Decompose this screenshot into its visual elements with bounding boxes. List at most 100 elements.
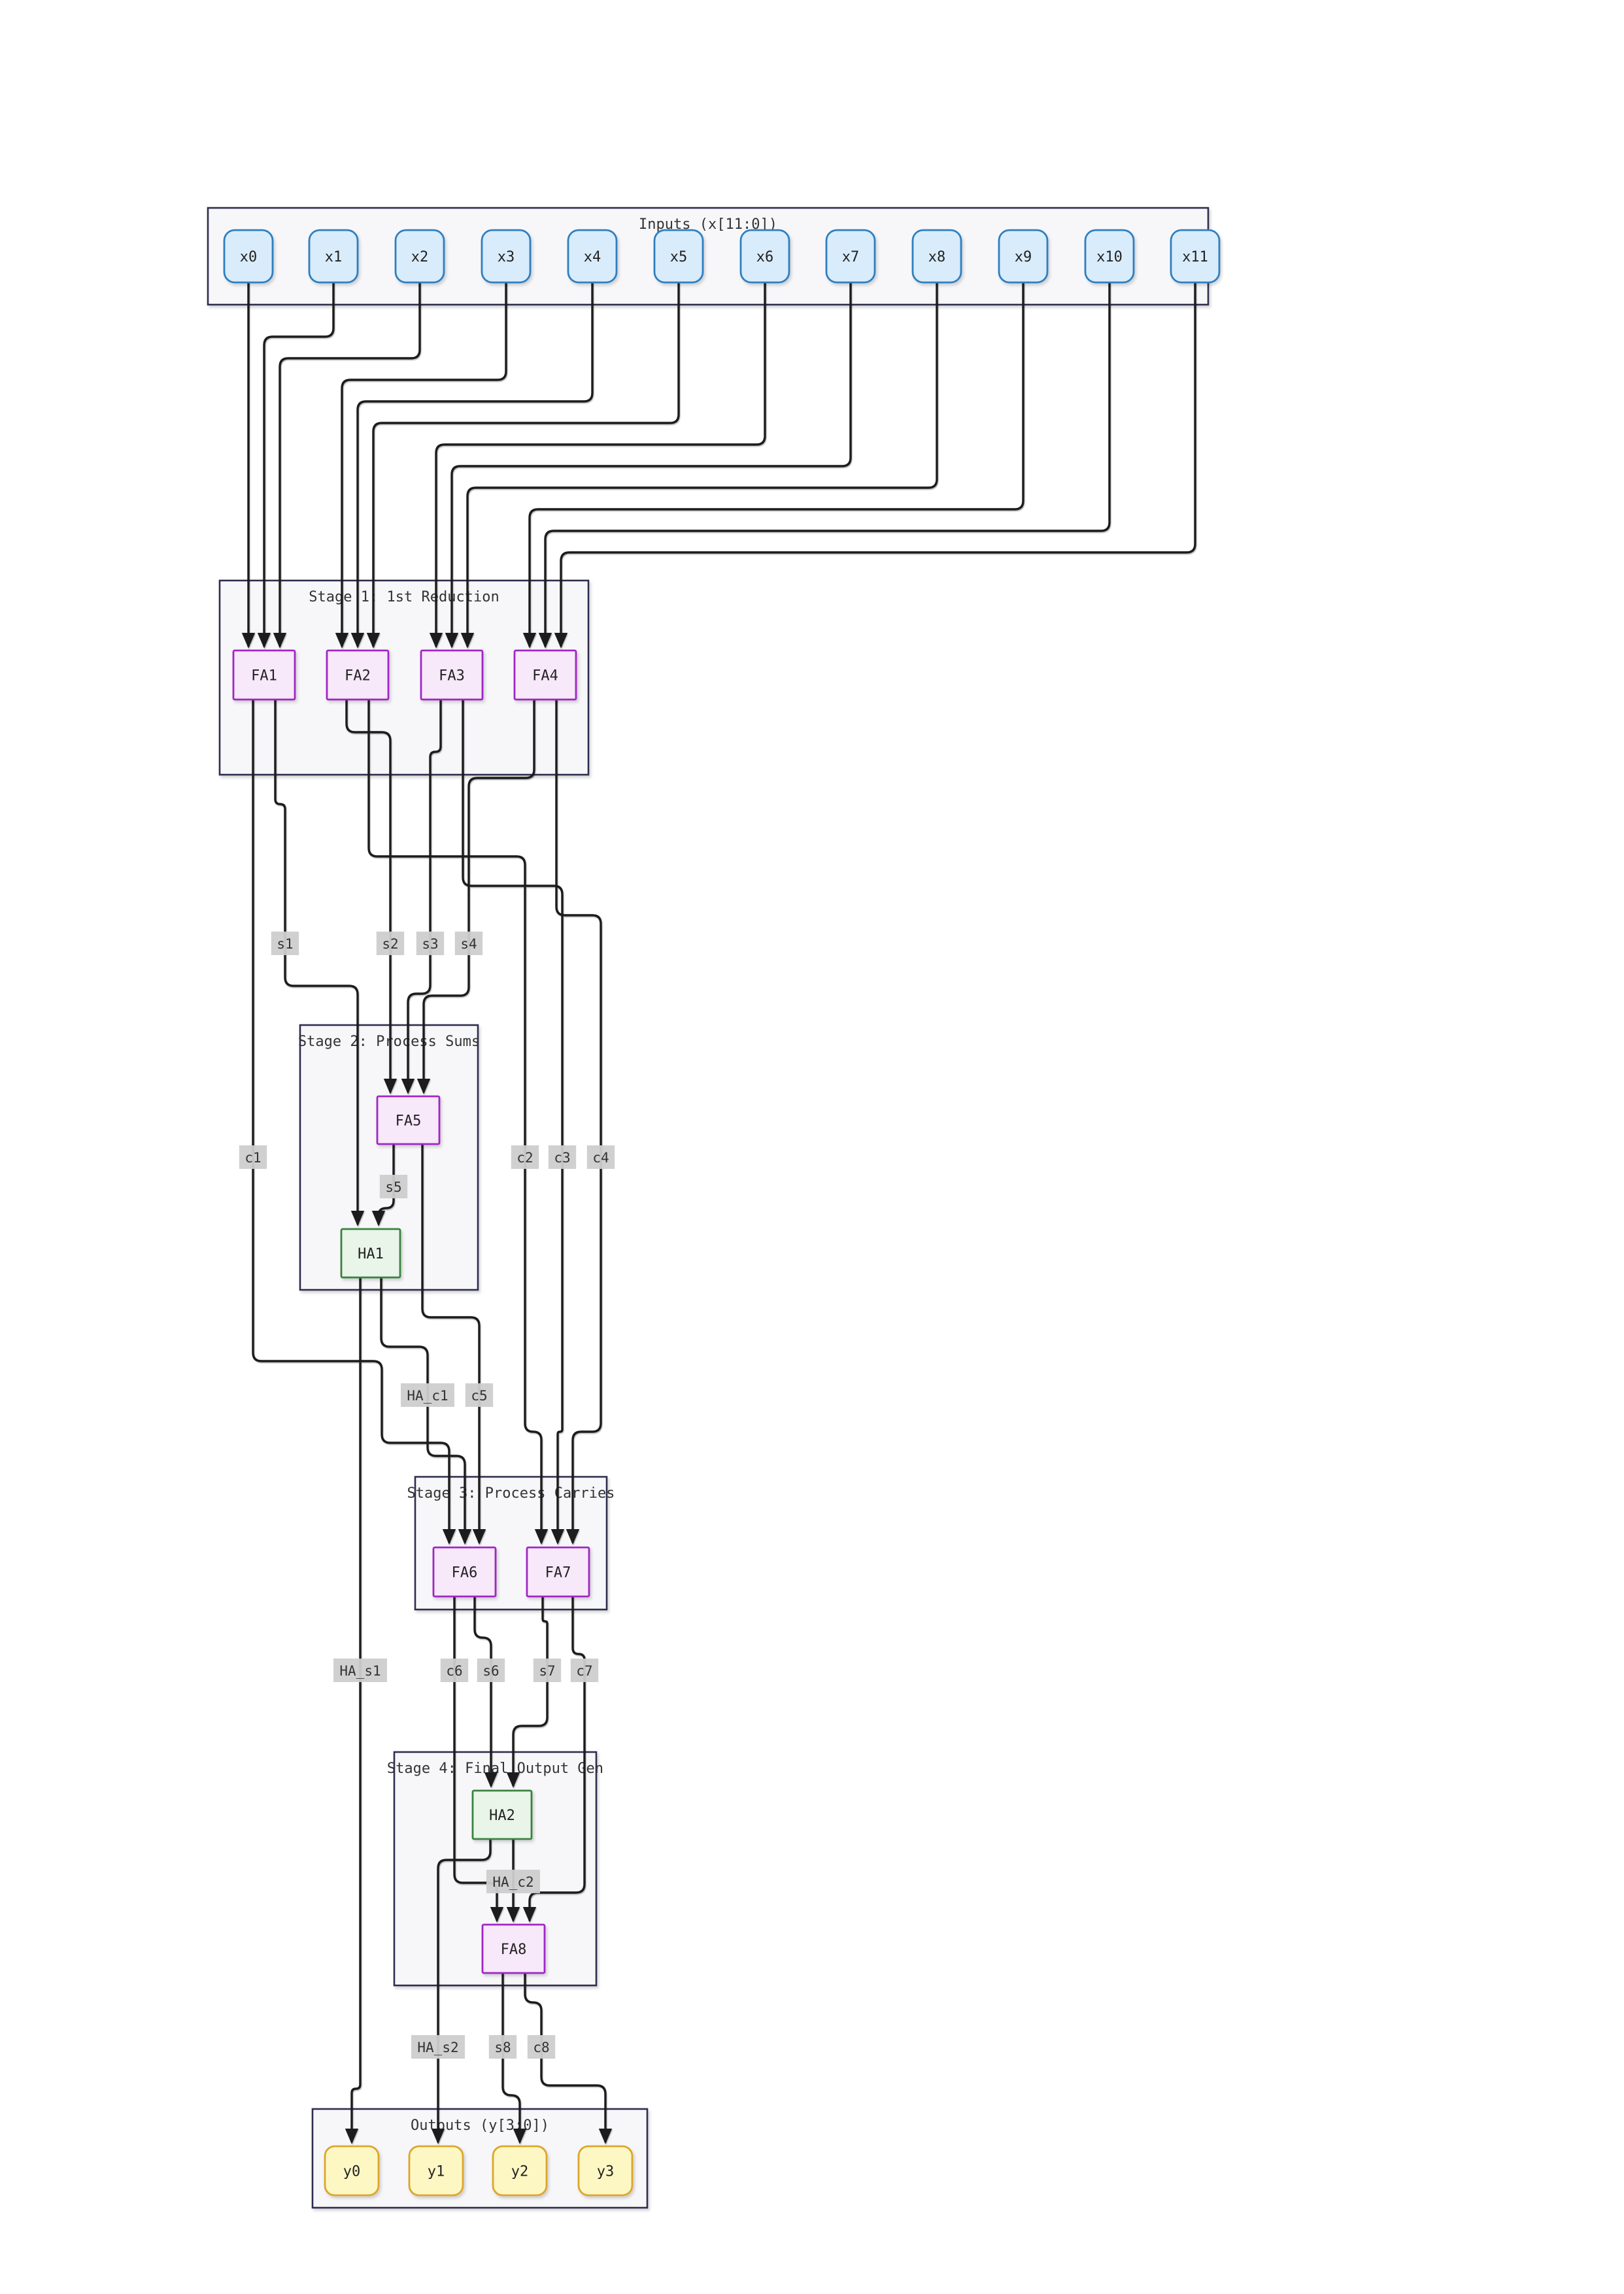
edge-label-bg-HA_c2: [486, 1870, 540, 1893]
node-y1: y1: [408, 2145, 464, 2197]
edge-label-bg-c4: [586, 1145, 615, 1169]
edge-c4-FA4-to-FA7: [555, 700, 602, 1545]
node-x0: x0: [223, 229, 274, 284]
node-x7: x7: [825, 229, 876, 284]
node-label-x11: x11: [1182, 249, 1208, 265]
edge-label-HA_s1: HA_s1: [333, 1659, 387, 1682]
node-box-FA3: [420, 649, 484, 701]
node-y2: y2: [492, 2145, 548, 2197]
edge-label-bg-s7: [533, 1659, 562, 1682]
edge-label-s8: s8: [488, 2035, 517, 2059]
edge-label-s3: s3: [416, 932, 445, 955]
edge-label-bg-s6: [477, 1659, 505, 1682]
edge-label-c8: c8: [527, 2035, 556, 2059]
node-label-y3: y3: [597, 2164, 615, 2180]
node-label-x2: x2: [411, 249, 429, 265]
node-y3: y3: [577, 2145, 634, 2197]
edge-c2-FA2-to-FA7: [367, 700, 549, 1545]
edge-label-bg-s4: [454, 932, 483, 955]
node-x3: x3: [481, 229, 532, 284]
node-box-y2: [492, 2145, 548, 2197]
node-x5: x5: [653, 229, 704, 284]
edge-label-text-c2: c2: [516, 1150, 533, 1166]
edge-label-bg-HA_s1: [333, 1659, 387, 1682]
node-box-y1: [408, 2145, 464, 2197]
edge-label-text-s4: s4: [460, 936, 477, 952]
node-box-x11: [1170, 229, 1221, 284]
edge-label-text-s2: s2: [382, 936, 398, 952]
edge-label-bg-s2: [376, 932, 405, 955]
edge-label-text-c3: c3: [554, 1150, 570, 1166]
edge-label-bg-c5: [465, 1383, 494, 1407]
node-label-FA2: FA2: [345, 668, 371, 684]
edge-s6-FA6-to-HA2: [473, 1596, 498, 1788]
edge-x5-to-FA2: [366, 282, 680, 649]
edge-label-text-s7: s7: [539, 1663, 555, 1679]
node-x10: x10: [1084, 229, 1135, 284]
node-box-x1: [308, 229, 359, 284]
node-label-x1: x1: [325, 249, 343, 265]
node-box-FA6: [432, 1546, 497, 1598]
node-label-y1: y1: [428, 2164, 445, 2180]
edge-x10-to-FA4: [538, 282, 1111, 649]
node-label-x3: x3: [498, 249, 515, 265]
node-y0: y0: [324, 2145, 380, 2197]
node-FA5: FA5: [376, 1095, 441, 1145]
node-label-x4: x4: [584, 249, 601, 265]
edge-s1-FA1-to-HA1: [274, 700, 365, 1226]
node-box-x3: [481, 229, 532, 284]
edge-label-text-s5: s5: [385, 1179, 401, 1195]
edge-label-bg-s3: [416, 932, 445, 955]
edge-label-s6: s6: [477, 1659, 505, 1682]
node-FA8: FA8: [481, 1923, 546, 1974]
edge-s5-FA5-to-HA1: [371, 1144, 395, 1226]
edge-label-s4: s4: [454, 932, 483, 955]
node-x9: x9: [998, 229, 1049, 284]
edge-label-bg-s8: [488, 2035, 517, 2059]
node-box-HA1: [340, 1228, 401, 1279]
node-FA1: FA1: [232, 649, 296, 701]
edges: [241, 282, 1196, 2144]
edge-label-text-HA_c2: HA_c2: [492, 1874, 533, 1890]
node-label-x8: x8: [928, 249, 946, 265]
edge-x1-to-FA1: [257, 282, 335, 649]
node-FA6: FA6: [432, 1546, 497, 1598]
edge-label-HA_s2: HA_s2: [411, 2035, 465, 2059]
edge-s7-FA7-to-HA2: [506, 1596, 549, 1788]
edge-label-text-c6: c6: [446, 1663, 462, 1679]
edge-label-bg-s5: [379, 1175, 408, 1198]
edge-s4-FA4-to-FA5: [416, 700, 535, 1094]
node-HA2: HA2: [471, 1789, 533, 1840]
edge-label-s2: s2: [376, 932, 405, 955]
edge-label-text-s6: s6: [482, 1663, 499, 1679]
edge-label-bg-c1: [239, 1145, 267, 1169]
container-title-stage1: Stage 1: 1st Reduction: [309, 589, 499, 605]
edge-HA_s2-HA2-to-y1: [431, 1839, 492, 2144]
node-label-x5: x5: [670, 249, 688, 265]
edge-x9-to-FA4: [522, 282, 1024, 649]
node-HA1: HA1: [340, 1228, 401, 1279]
node-box-y3: [577, 2145, 634, 2197]
edge-label-s1: s1: [271, 932, 299, 955]
node-box-FA8: [481, 1923, 546, 1974]
container-title-stage2: Stage 2: Process Sums: [298, 1034, 480, 1050]
node-box-x0: [223, 229, 274, 284]
node-x1: x1: [308, 229, 359, 284]
edge-label-text-c1: c1: [245, 1150, 261, 1166]
node-label-x0: x0: [240, 249, 258, 265]
node-label-x9: x9: [1015, 249, 1032, 265]
node-box-x6: [739, 229, 790, 284]
edge-s3-FA3-to-FA5: [401, 700, 442, 1094]
edge-label-text-s1: s1: [277, 936, 293, 952]
node-label-x10: x10: [1096, 249, 1123, 265]
edge-x11-to-FA4: [554, 282, 1196, 649]
edge-x6-to-FA3: [429, 282, 766, 649]
edge-x2-to-FA1: [273, 282, 421, 649]
edge-label-text-HA_c1: HA_c1: [407, 1388, 448, 1404]
node-x2: x2: [394, 229, 445, 284]
edge-c5-FA5-to-FA6: [421, 1144, 486, 1545]
edge-label-text-c7: c7: [576, 1663, 592, 1679]
edge-label-HA_c2: HA_c2: [486, 1870, 540, 1893]
